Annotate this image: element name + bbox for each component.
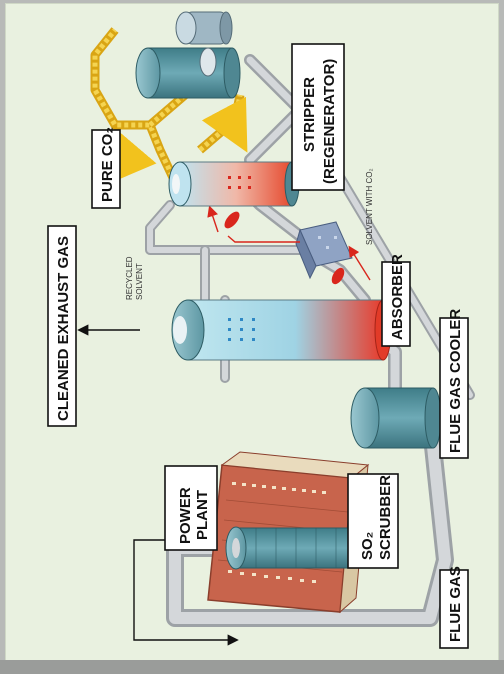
stripper-label-line2: (REGENERATOR): [321, 59, 338, 184]
flue-gas-label: FLUE GAS: [447, 566, 464, 642]
so2-scrubber-label-line2: SCRUBBER: [377, 475, 394, 560]
stripper-label-line1: STRIPPER: [301, 77, 318, 152]
solvent-arrows: [207, 205, 371, 281]
label-stripper: STRIPPER (REGENERATOR): [291, 43, 345, 191]
power-plant-label-line1: POWER: [177, 487, 194, 544]
label-pure-co2: PURE CO₂: [91, 127, 121, 209]
recycled-solvent-label-line1: RECYCLED: [125, 256, 134, 300]
bottom-border: [0, 660, 504, 674]
recycled-solvent-label-line2: SOLVENT: [135, 263, 144, 300]
pure-co2-label: PURE CO₂: [99, 127, 116, 202]
solvent-with-co2-label: SOLVENT WITH CO₂: [365, 168, 374, 245]
label-recycled-solvent: RECYCLED SOLVENT: [125, 256, 144, 300]
label-cleaned-exhaust-gas: CLEANED EXHAUST GAS: [47, 225, 77, 427]
absorber-label: ABSORBER: [389, 254, 406, 340]
stripper-illustration: [168, 161, 300, 207]
label-solvent-with-co2: SOLVENT WITH CO₂: [365, 168, 374, 245]
absorber-illustration: [171, 299, 392, 361]
label-flue-gas-cooler: FLUE GAS COOLER: [439, 309, 469, 459]
power-plant-label-line2: PLANT: [194, 490, 211, 540]
flue-gas-cooler-illustration: [350, 387, 442, 449]
so2-scrubber-illustration: [225, 526, 365, 570]
label-absorber: ABSORBER: [381, 254, 411, 347]
heat-exchanger-illustration: [224, 211, 353, 285]
so2-scrubber-label-line1: SO₂: [359, 532, 376, 560]
label-so2-scrubber: SO₂ SCRUBBER: [347, 473, 399, 569]
label-power-plant: POWER PLANT: [164, 465, 218, 551]
label-flue-gas: FLUE GAS: [439, 566, 469, 649]
regenerator-vessels: [135, 11, 241, 99]
flue-gas-cooler-label: FLUE GAS COOLER: [447, 309, 464, 453]
cleaned-exhaust-gas-label: CLEANED EXHAUST GAS: [55, 236, 72, 421]
